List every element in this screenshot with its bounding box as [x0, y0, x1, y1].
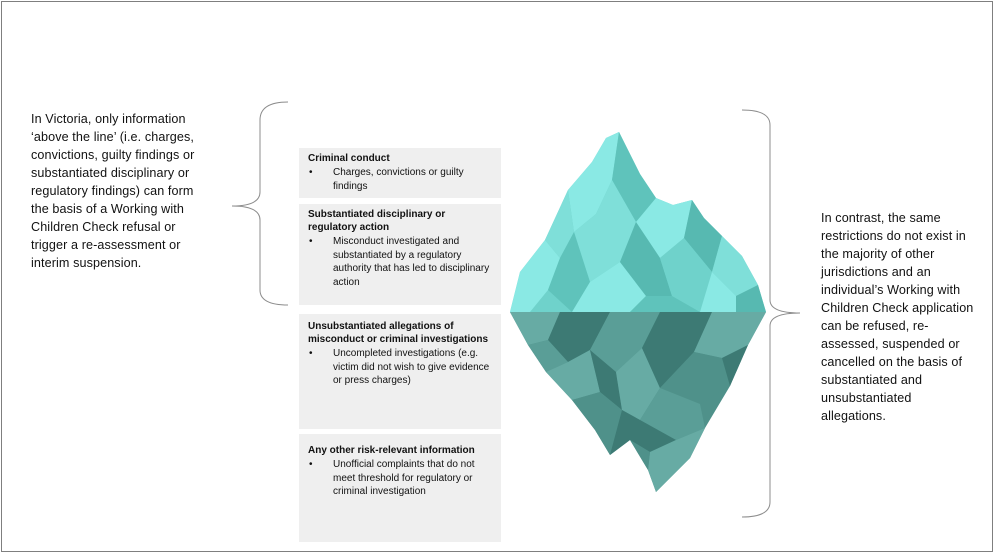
left-bracket — [231, 101, 289, 306]
category-title: Unsubstantiated allegations of misconduc… — [308, 321, 489, 345]
right-bracket — [741, 109, 801, 518]
category-substantiated-action: Substantiated disciplinary or regulatory… — [299, 204, 501, 305]
category-bullet: Misconduct investigated and substantiate… — [308, 235, 493, 289]
category-title: Criminal conduct — [308, 153, 390, 164]
iceberg-above-water — [510, 132, 766, 312]
victoria-note: In Victoria, only information ‘above the… — [31, 112, 195, 270]
category-title: Substantiated disciplinary or regulatory… — [308, 209, 446, 233]
category-bullet: Unofficial complaints that do not meet t… — [308, 458, 493, 499]
other-jurisdictions-note: In contrast, the same restrictions do no… — [821, 211, 974, 423]
category-title: Any other risk-relevant information — [308, 445, 475, 456]
category-unsubstantiated-allegations: Unsubstantiated allegations of misconduc… — [299, 314, 501, 429]
category-other-risk-information: Any other risk-relevant information Unof… — [299, 434, 501, 542]
category-criminal-conduct: Criminal conduct Charges, convictions or… — [299, 148, 501, 198]
category-bullet: Uncompleted investigations (e.g. victim … — [308, 347, 493, 388]
category-bullet: Charges, convictions or guilty findings — [308, 166, 493, 193]
iceberg-below-water — [510, 312, 766, 492]
